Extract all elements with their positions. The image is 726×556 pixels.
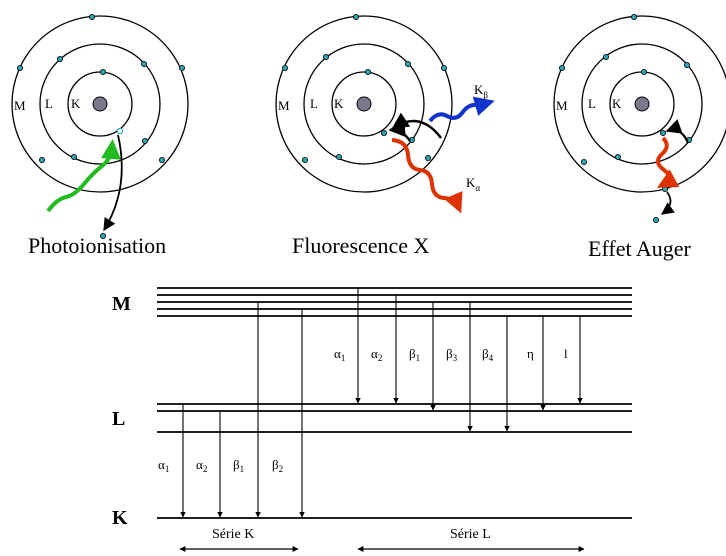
serie-l-label: Série L: [450, 527, 491, 542]
caption-photoionisation: Photoionisation: [28, 233, 166, 258]
shell-l-ring: [581, 43, 703, 165]
k-beta-photon: [428, 96, 495, 123]
virtual-photon: [656, 136, 680, 188]
l-beta4-label: β4: [482, 346, 494, 363]
caption-auger: Effet Auger: [588, 236, 692, 261]
energy-level-diagram: M L K α1 α2 β1 β2 α1 α2 β1: [112, 287, 632, 552]
k-series-arrows: [180, 302, 305, 518]
auger-electron: [653, 216, 660, 223]
auger-electron-arrow: [660, 191, 675, 215]
electrons: [281, 13, 447, 163]
k-alpha-label: Kα: [466, 175, 480, 193]
vacancy: [116, 127, 124, 135]
l-series-labels: α1 α2 β1 β3 β4 η l: [334, 346, 568, 363]
vacancy: [660, 129, 667, 136]
k-alpha-photon: [391, 138, 463, 214]
l-beta1-label: β1: [409, 346, 420, 363]
l-l-label: l: [564, 346, 568, 361]
shell-m-ring: [553, 15, 726, 193]
shell-label-l: L: [45, 96, 53, 111]
shell-l-ring: [39, 43, 161, 165]
shell-m-ring: [275, 15, 453, 193]
k-beta1-label: β1: [233, 457, 244, 474]
l-eta-label: η: [527, 346, 534, 361]
ejected-electron: [100, 232, 107, 239]
caption-fluorescence: Fluorescence X: [292, 233, 430, 258]
electrons: [559, 13, 693, 165]
auger-transition-arrow: [665, 119, 690, 144]
shell-label-m: M: [278, 98, 290, 113]
k-alpha-transition-arrow: [388, 120, 411, 142]
atom-photoionisation: M L K Photoionisation: [11, 13, 189, 258]
vacancy: [662, 185, 669, 192]
l-alpha1-label: α1: [334, 346, 345, 363]
atom-fluorescence: M L K Kβ Kα Fluorescence X: [275, 13, 495, 258]
shell-k-ring: [67, 71, 133, 137]
level-label-l: L: [112, 408, 125, 430]
shell-label-k: K: [71, 96, 81, 111]
shell-label-m: M: [14, 98, 26, 113]
atom-auger: M L K Effet Auger: [553, 13, 726, 261]
l-beta3-label: β3: [446, 346, 458, 363]
shell-label-m: M: [556, 98, 568, 113]
k-beta-transition-arrow: [391, 112, 442, 139]
shell-label-l: L: [588, 96, 596, 111]
serie-k-label: Série K: [212, 527, 254, 542]
l-series-arrows: [355, 288, 583, 432]
shell-k-ring: [331, 71, 397, 137]
shell-l-ring: [303, 43, 425, 165]
shell-label-k: K: [612, 96, 622, 111]
k-alpha1-label: α1: [158, 457, 169, 474]
nucleus: [634, 96, 650, 112]
m-levels: [157, 287, 632, 317]
shell-m-ring: [11, 15, 189, 193]
nucleus: [356, 96, 372, 112]
incident-photon: [46, 139, 121, 213]
ejected-electron-arrow: [103, 134, 123, 232]
shell-label-k: K: [334, 96, 344, 111]
level-label-k: K: [112, 507, 128, 529]
electrons: [16, 13, 185, 163]
l-alpha2-label: α2: [371, 346, 382, 363]
k-beta-label: Kβ: [474, 82, 488, 100]
shell-label-l: L: [310, 96, 318, 111]
level-label-m: M: [112, 293, 131, 315]
k-beta2-label: β2: [272, 457, 283, 474]
k-alpha2-label: α2: [196, 457, 207, 474]
k-series-labels: α1 α2 β1 β2: [158, 457, 283, 474]
nucleus: [92, 96, 108, 112]
l-levels: [157, 403, 632, 433]
